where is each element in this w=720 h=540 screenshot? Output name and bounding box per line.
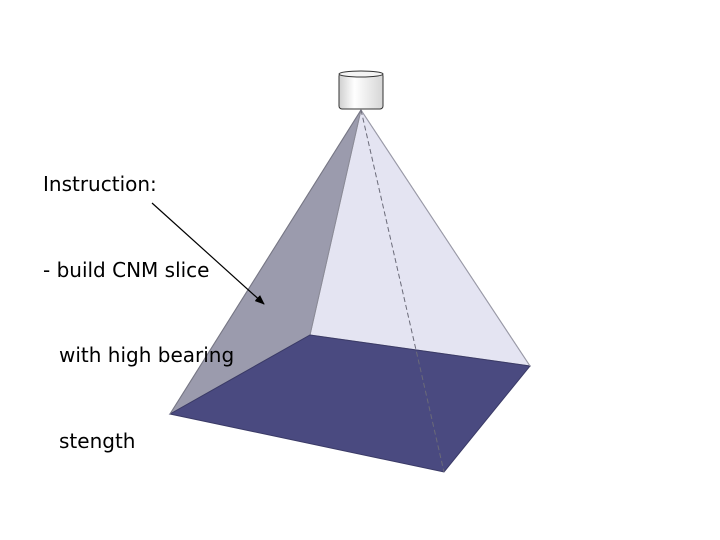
- apex-cap: [338, 70, 384, 110]
- pyramid-edge-right: [360, 109, 531, 367]
- leader-arrow: [151, 202, 265, 305]
- instruction-annotation: Instruction: - build CNM slice with high…: [43, 113, 234, 512]
- instruction-line-2: with high bearing: [59, 343, 235, 367]
- pyramid-hidden-edge: [360, 109, 445, 473]
- instruction-heading: Instruction:: [43, 172, 157, 196]
- pyramid-edge-left: [169, 109, 362, 415]
- instruction-line-3: stength: [59, 428, 136, 453]
- instruction-line-1: - build CNM slice: [43, 257, 210, 282]
